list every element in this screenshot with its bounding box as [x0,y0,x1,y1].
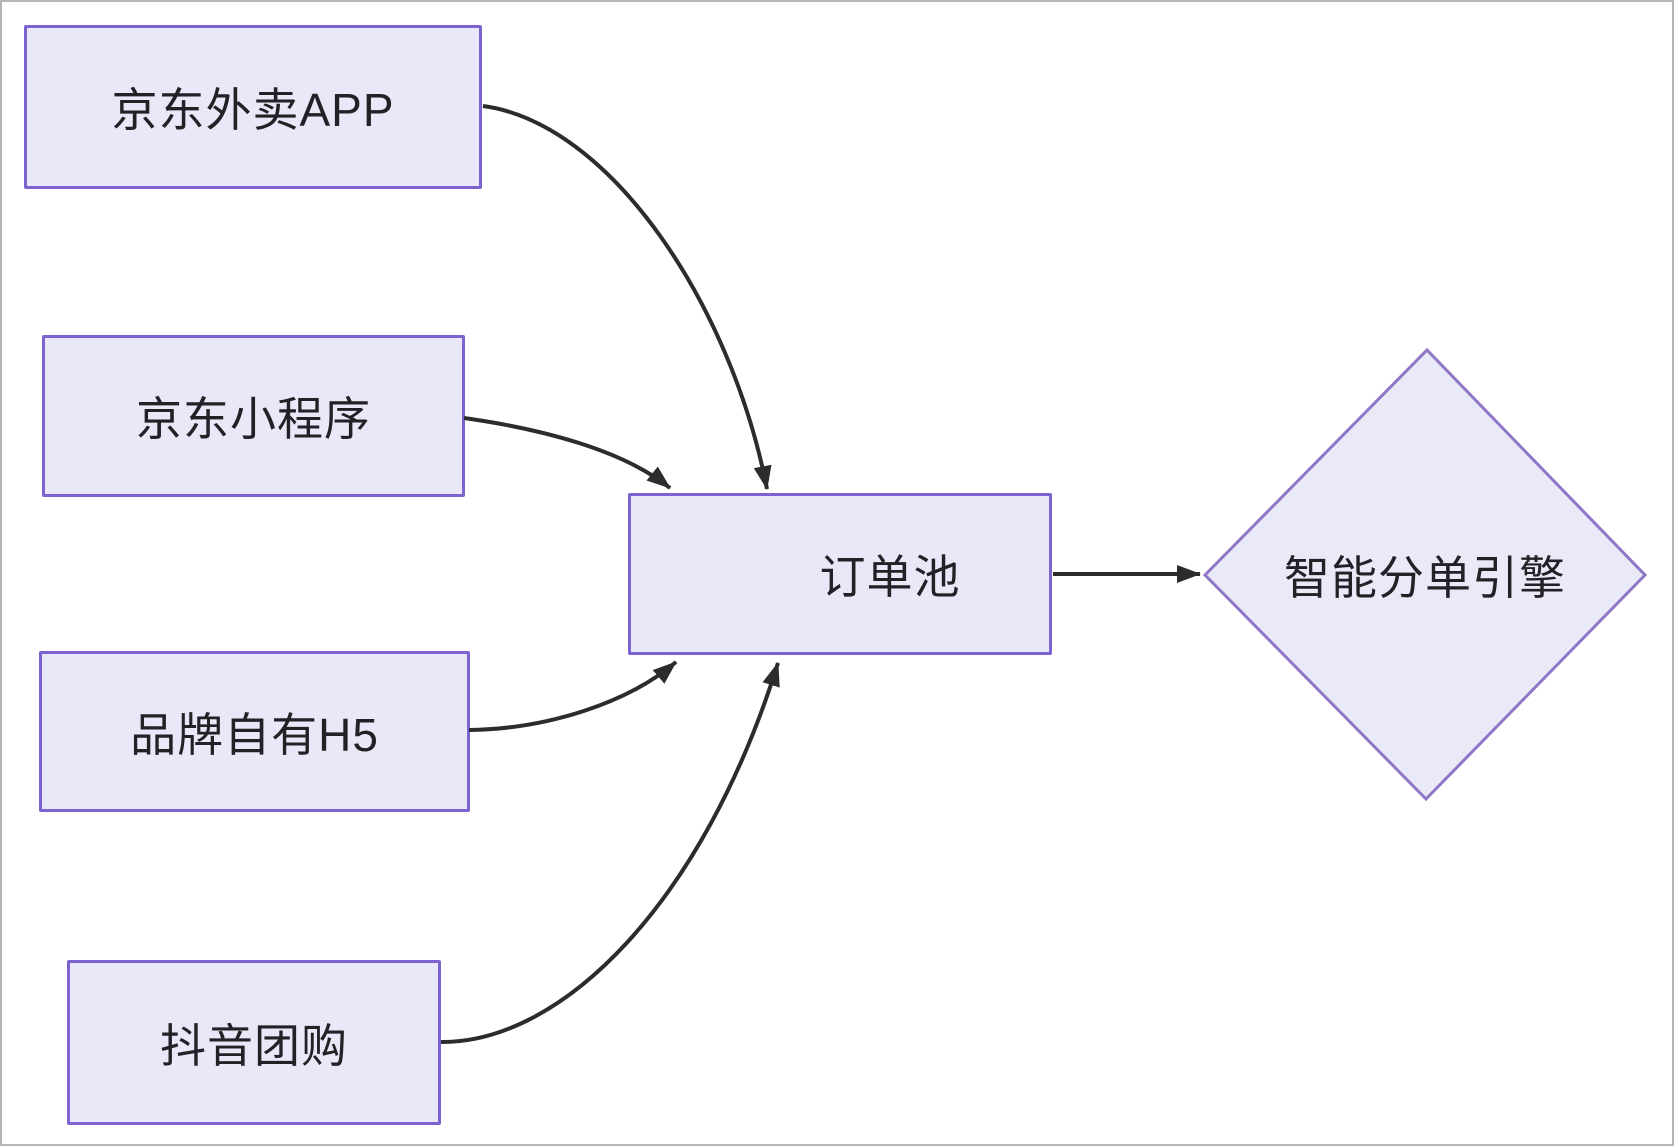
node-brand-own-h5[interactable]: 品牌自有H5 [39,651,470,812]
node-jd-mini-program[interactable]: 京东小程序 [42,335,465,497]
node-label-jd-waimai-app: 京东外卖APP [111,84,395,136]
node-douyin-group-buy[interactable]: 抖音团购 [67,960,441,1125]
node-order-pool[interactable]: 订单池 [628,493,1052,655]
node-label-jd-mini-program: 京东小程序 [136,393,371,445]
node-label-brand-own-h5: 品牌自有H5 [130,708,379,761]
node-jd-waimai-app[interactable]: 京东外卖APP [24,25,482,189]
node-smart-dispatch-engine[interactable] [1202,347,1648,802]
node-label-order-pool: 订单池 [819,551,961,603]
node-label-douyin-group-buy: 抖音团购 [160,1019,348,1072]
